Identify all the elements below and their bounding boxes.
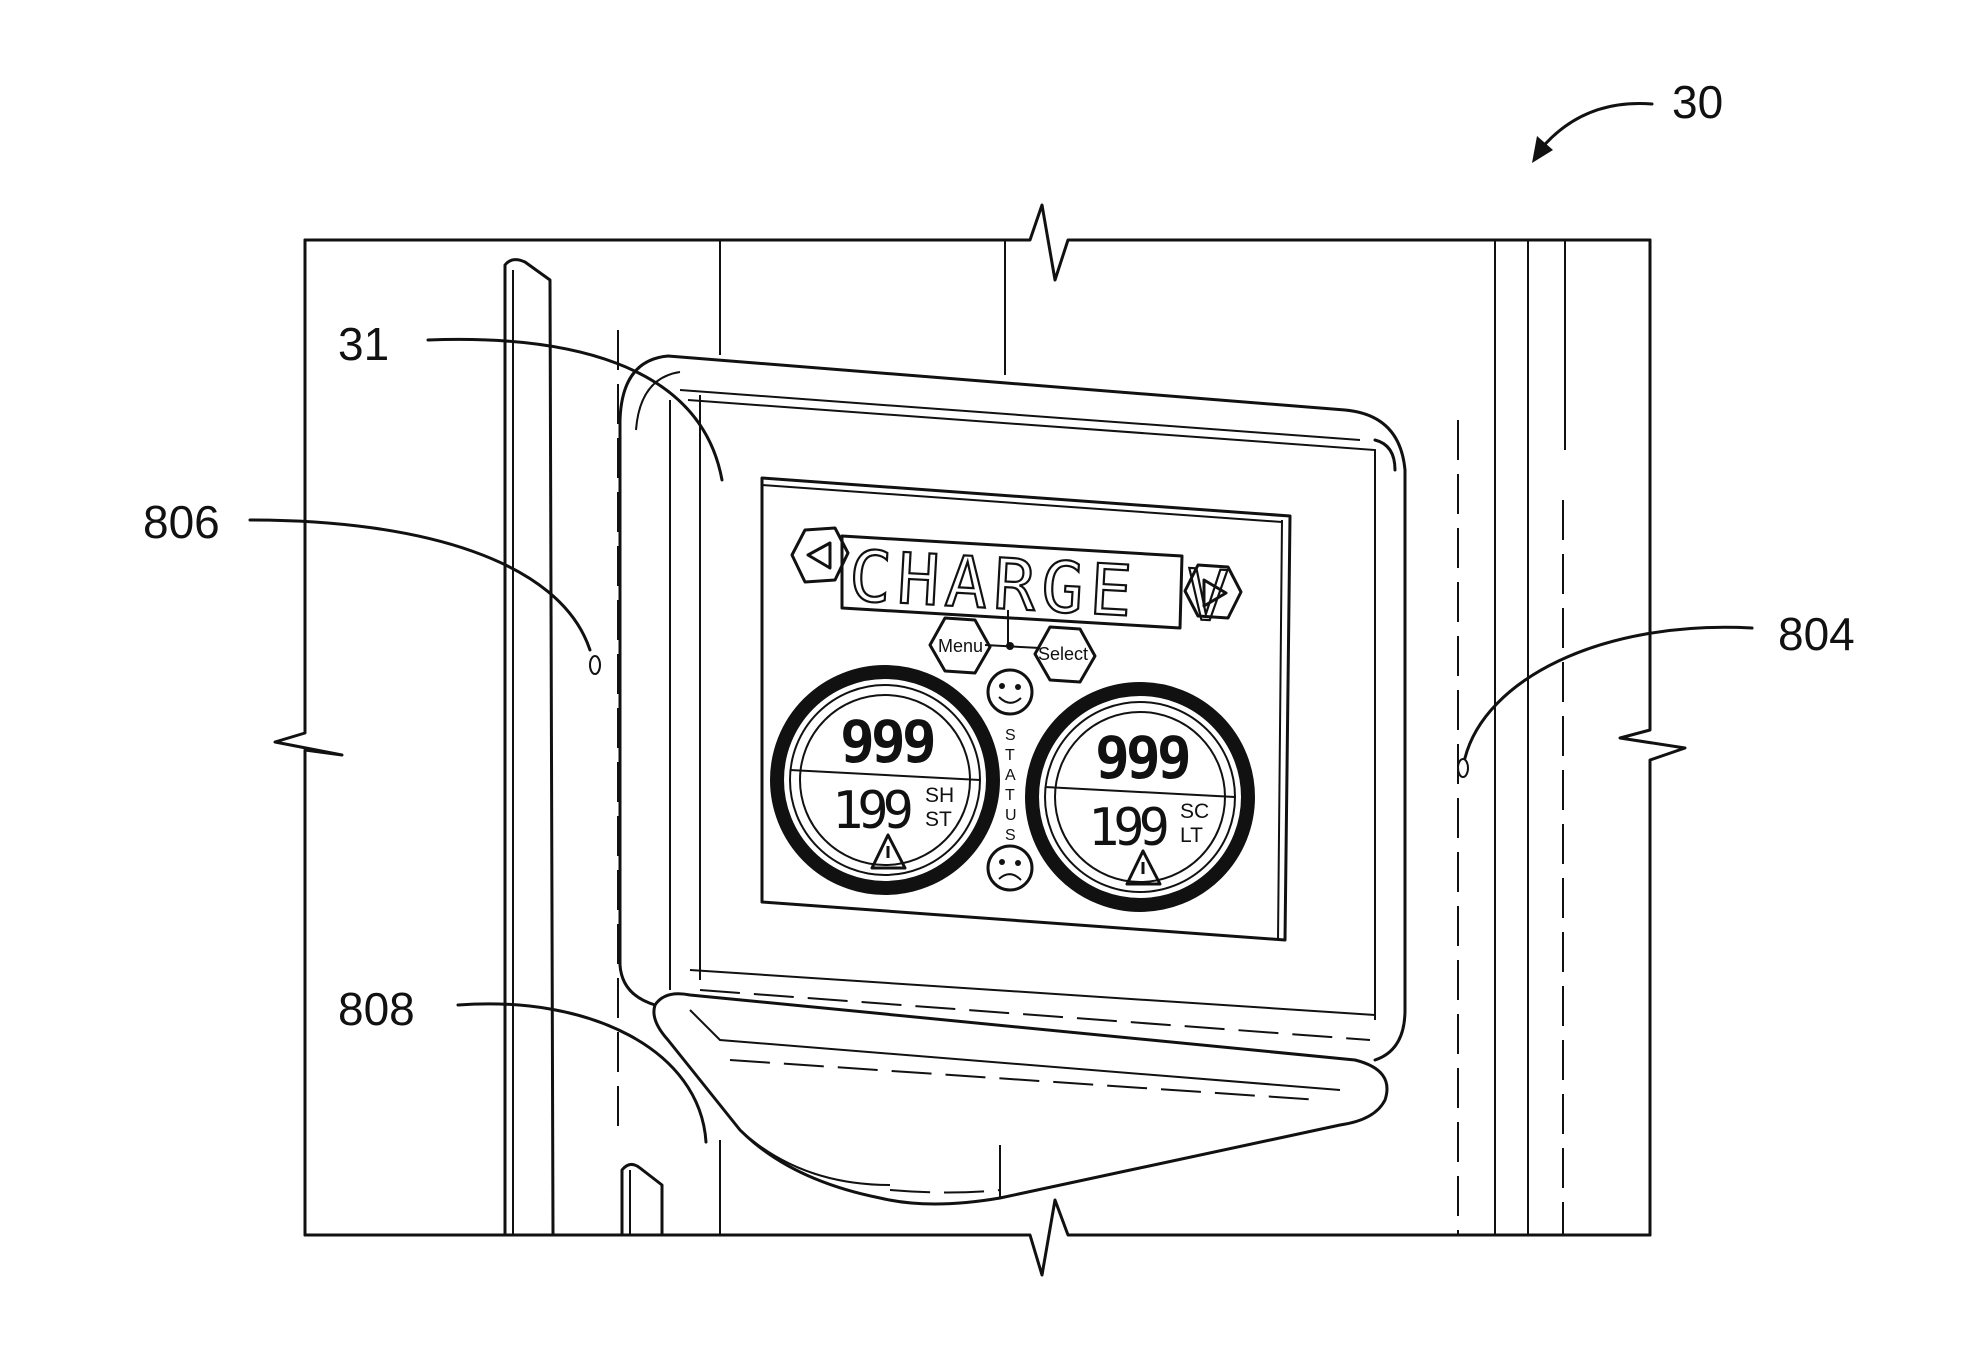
- right-gauge-bottom-value: 199: [1088, 798, 1167, 858]
- leader-804: [1465, 627, 1752, 758]
- left-arrow-button[interactable]: [792, 528, 848, 582]
- left-gauge-label-bottom: ST: [925, 808, 952, 831]
- select-button-label: Select: [1038, 644, 1088, 664]
- ref-label-804: 804: [1778, 608, 1855, 660]
- right-gauge: 999 199 SC LT: [1032, 689, 1248, 905]
- status-word: S T A T U S: [1005, 727, 1017, 844]
- svg-text:T: T: [1005, 747, 1015, 764]
- menu-button-label: Menu: [938, 636, 983, 656]
- lcd-display: CHARGE V: [842, 535, 1236, 638]
- lcd-text: CHARGE V: [847, 535, 1236, 638]
- left-rail: [505, 260, 662, 1235]
- right-gauge-label-bottom: LT: [1180, 824, 1203, 847]
- happy-face-icon: [988, 670, 1032, 714]
- leader-808: [458, 1004, 706, 1142]
- left-gauge: 999 199 SH ST: [777, 672, 993, 888]
- right-gauge-top-value: 999: [1095, 724, 1189, 792]
- left-gauge-bottom-value: 199: [832, 781, 911, 841]
- target-804: [1458, 759, 1468, 777]
- figure-arrow: [1540, 103, 1652, 150]
- leader-31: [428, 339, 722, 480]
- lower-tray: [654, 994, 1387, 1204]
- ref-label-31: 31: [338, 318, 389, 370]
- figure-number-label: 30: [1672, 76, 1723, 128]
- menu-button[interactable]: Menu: [930, 618, 990, 673]
- svg-text:S: S: [1005, 827, 1016, 844]
- left-gauge-top-value: 999: [840, 708, 934, 776]
- svg-text:S: S: [1005, 727, 1016, 744]
- sad-face-icon: [988, 846, 1032, 890]
- left-arrow-icon: [808, 543, 830, 568]
- select-button[interactable]: Select: [1035, 627, 1095, 682]
- svg-text:T: T: [1005, 787, 1015, 804]
- ref-label-808: 808: [338, 983, 415, 1035]
- svg-text:U: U: [1005, 807, 1017, 824]
- target-806: [590, 656, 600, 674]
- svg-text:A: A: [1005, 767, 1016, 784]
- leader-806: [250, 520, 590, 650]
- ref-label-806: 806: [143, 496, 220, 548]
- left-gauge-label-top: SH: [925, 784, 954, 807]
- right-gauge-label-top: SC: [1180, 800, 1209, 823]
